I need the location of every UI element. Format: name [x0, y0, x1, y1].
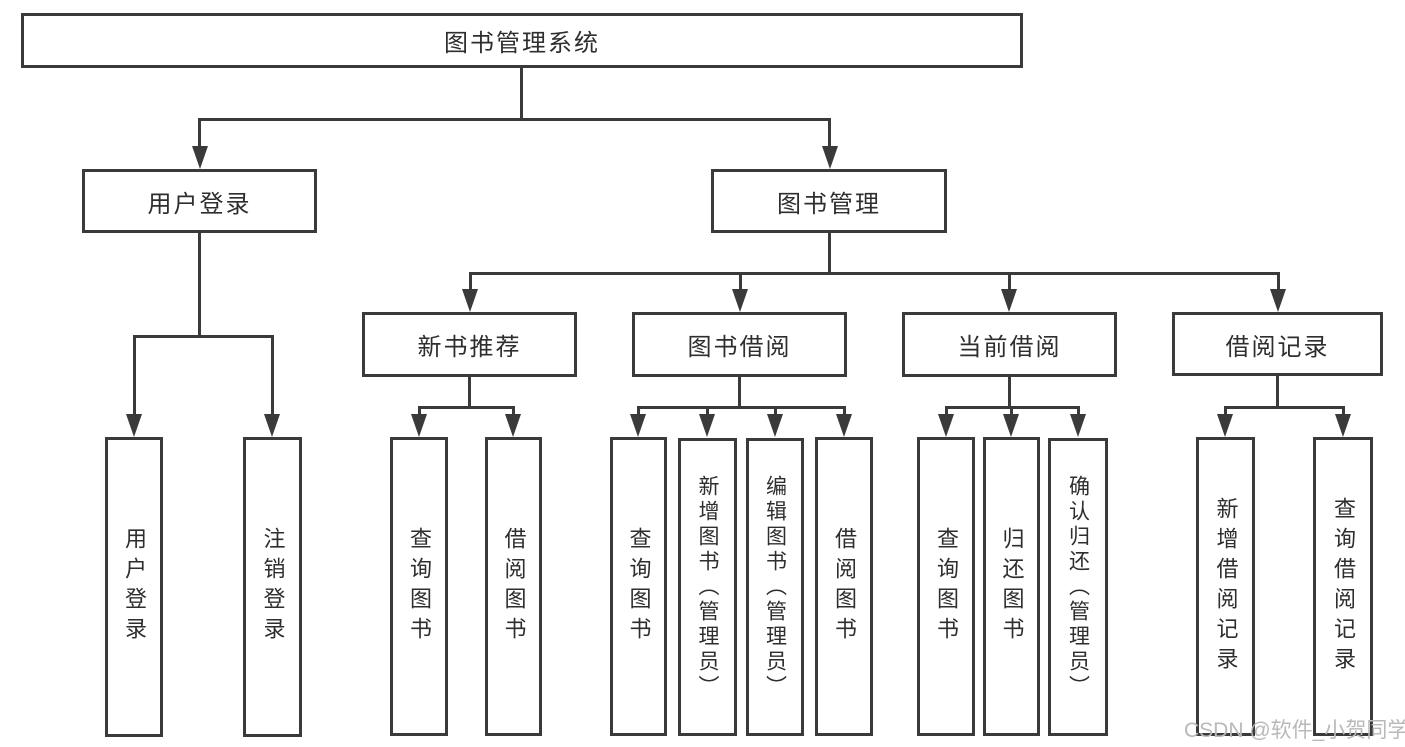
- connector-current-stem: [1008, 377, 1011, 408]
- leaf-borrow-edit-book-admin-label: 编辑图书（管理员）: [763, 474, 787, 700]
- leaf-current-query-book: 查询图书: [917, 437, 975, 736]
- connector-drop-records-leaf2: [1342, 406, 1345, 416]
- leaf-borrow-borrow-book: 借阅图书: [815, 437, 873, 736]
- connector-drop-borrow-leaf3: [774, 406, 777, 416]
- leaf-current-query-book-label: 查询图书: [934, 526, 959, 647]
- arrowhead-mgmt: [822, 146, 838, 169]
- connector-drop-login-leaf1: [133, 335, 136, 415]
- leaf-borrow-edit-book-admin: 编辑图书（管理员）: [746, 438, 804, 736]
- arrowhead-borrow-leaf1: [630, 414, 646, 437]
- connector-drop-current-leaf2: [1010, 406, 1013, 416]
- connector-login-stem: [198, 233, 201, 337]
- node-new-book-rec: 新书推荐: [362, 312, 577, 377]
- connector-drop-borrow-leaf1: [637, 406, 640, 416]
- leaf-borrow-query-book-label: 查询图书: [626, 526, 652, 647]
- arrowhead-current: [1001, 289, 1017, 312]
- leaf-rec-query-book-label: 查询图书: [407, 526, 432, 647]
- leaf-logout-label: 注销登录: [260, 527, 286, 647]
- arrowhead-borrow-leaf4: [836, 414, 852, 437]
- connector-drop-borrow: [739, 272, 742, 292]
- arrowhead-rec-leaf1: [411, 414, 427, 437]
- node-current-borrow: 当前借阅: [902, 312, 1117, 377]
- leaf-borrow-borrow-book-label: 借阅图书: [832, 526, 857, 647]
- node-book-borrow: 图书借阅: [632, 312, 847, 377]
- leaf-logout: 注销登录: [243, 437, 302, 737]
- node-book-mgmt: 图书管理: [711, 169, 947, 233]
- leaf-rec-query-book: 查询图书: [390, 437, 448, 736]
- leaf-borrow-add-book-admin: 新增图书（管理员）: [678, 438, 737, 736]
- connector-drop-records: [1277, 272, 1280, 292]
- arrowhead-records-leaf1: [1217, 414, 1233, 437]
- arrowhead-current-leaf3: [1070, 414, 1086, 437]
- arrowhead-borrow-leaf3: [767, 414, 783, 437]
- node-borrow-records: 借阅记录: [1172, 312, 1383, 376]
- connector-drop-borrow-leaf4: [843, 406, 846, 416]
- node-new-book-rec-label: 新书推荐: [417, 334, 522, 361]
- arrowhead-current-leaf1: [938, 414, 954, 437]
- arrowhead-records-leaf2: [1335, 414, 1351, 437]
- connector-drop-login-leaf2: [271, 335, 274, 415]
- connector-root-hbar: [198, 118, 830, 121]
- connector-rec-hbar: [418, 406, 515, 409]
- node-current-borrow-label: 当前借阅: [957, 334, 1062, 361]
- connector-rec-stem: [468, 377, 471, 408]
- node-user-login-label: 用户登录: [147, 190, 252, 218]
- node-book-borrow-label: 图书借阅: [687, 334, 792, 361]
- connector-drop-mgmt: [828, 118, 831, 146]
- connector-records-hbar: [1224, 406, 1344, 409]
- arrowhead-login: [192, 146, 208, 169]
- leaf-user-login: 用户登录: [105, 437, 163, 737]
- node-root-label: 图书管理系统: [444, 30, 600, 57]
- connector-drop-rec-leaf1: [418, 406, 421, 416]
- leaf-records-add-record: 新增借阅记录: [1196, 437, 1255, 736]
- node-book-mgmt-label: 图书管理: [777, 190, 881, 218]
- leaf-records-query-record: 查询借阅记录: [1313, 437, 1373, 736]
- leaf-current-confirm-return-admin: 确认归还（管理员）: [1048, 438, 1108, 736]
- leaf-current-confirm-return-admin-label: 确认归还（管理员）: [1066, 474, 1090, 700]
- csdn-watermark: CSDN @软件_小贺同学: [1184, 719, 1405, 742]
- leaf-current-return-book: 归还图书: [983, 437, 1040, 736]
- leaf-rec-borrow-book: 借阅图书: [485, 437, 542, 736]
- connector-drop-login: [198, 118, 201, 146]
- arrowhead-rec-leaf2: [505, 414, 521, 437]
- connector-login-hbar: [133, 335, 273, 338]
- leaf-rec-borrow-book-label: 借阅图书: [501, 526, 527, 647]
- connector-drop-records-leaf1: [1224, 406, 1227, 416]
- connector-mgmt-stem: [828, 233, 831, 275]
- arrowhead-rec: [462, 289, 478, 312]
- arrowhead-records: [1270, 289, 1286, 312]
- arrowhead-current-leaf2: [1003, 414, 1019, 437]
- connector-root-stem: [520, 68, 523, 120]
- connector-borrow-hbar: [637, 406, 846, 409]
- connector-drop-current-leaf3: [1077, 406, 1080, 416]
- connector-records-stem: [1276, 376, 1279, 408]
- connector-drop-rec-leaf2: [512, 406, 515, 416]
- connector-drop-rec: [469, 272, 472, 292]
- leaf-current-return-book-label: 归还图书: [999, 526, 1025, 647]
- leaf-borrow-query-book: 查询图书: [610, 437, 667, 736]
- connector-drop-current-leaf1: [945, 406, 948, 416]
- connector-drop-current: [1008, 272, 1011, 292]
- leaf-user-login-label: 用户登录: [122, 527, 147, 647]
- arrowhead-login-leaf2: [264, 414, 280, 437]
- arrowhead-login-leaf1: [126, 414, 142, 437]
- arrowhead-borrow-leaf2: [699, 414, 715, 437]
- node-user-login: 用户登录: [82, 169, 317, 233]
- leaf-records-add-record-label: 新增借阅记录: [1213, 496, 1239, 677]
- connector-drop-borrow-leaf2: [706, 406, 709, 416]
- node-borrow-records-label: 借阅记录: [1225, 333, 1330, 361]
- arrowhead-borrow: [732, 289, 748, 312]
- connector-mgmt-hbar: [469, 272, 1280, 275]
- leaf-borrow-add-book-admin-label: 新增图书（管理员）: [696, 474, 719, 700]
- connector-borrow-stem: [738, 377, 741, 408]
- node-root: 图书管理系统: [21, 13, 1023, 68]
- leaf-records-query-record-label: 查询借阅记录: [1331, 496, 1356, 677]
